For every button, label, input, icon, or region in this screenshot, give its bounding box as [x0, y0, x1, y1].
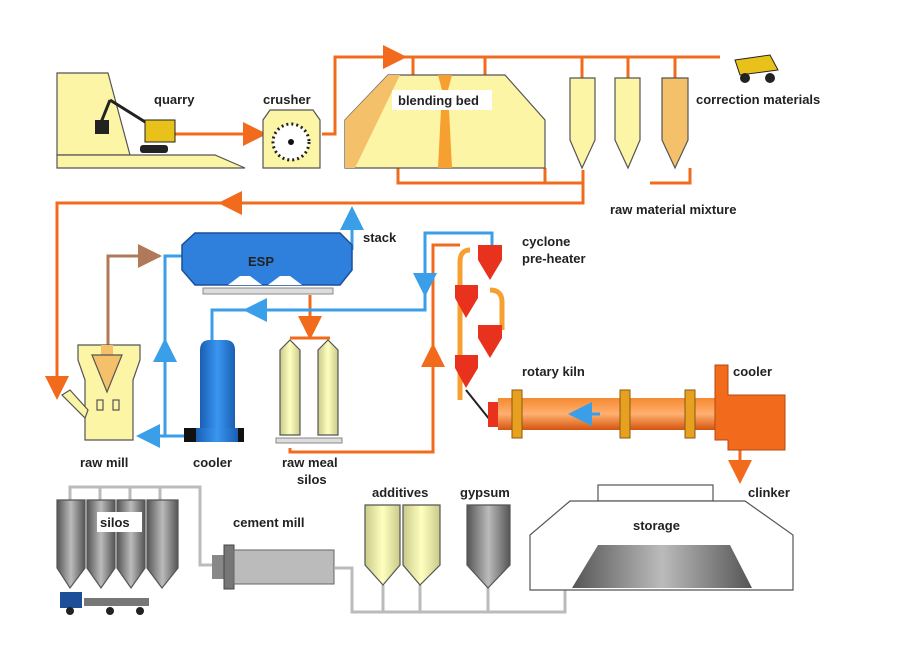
cement-mill [212, 544, 335, 590]
raw-material-mixture-label: raw material mixture [610, 202, 736, 217]
cement-truck-icon [60, 592, 149, 615]
cyclone-label-line1: cyclone [522, 234, 570, 249]
cyclone-label-line2: pre-heater [522, 251, 586, 266]
blending-bed [344, 74, 546, 169]
raw-meal-silos [275, 339, 343, 444]
gypsum-silo [466, 504, 511, 589]
esp [181, 232, 353, 295]
esp-label: ESP [248, 254, 274, 269]
excavator-icon [95, 98, 176, 153]
cement-silos [56, 499, 179, 590]
clinker-cooler [714, 364, 786, 451]
correction-materials-label: correction materials [696, 92, 820, 107]
silos-label: silos [100, 515, 130, 530]
quarry [56, 72, 246, 169]
raw-meal-label-line2: silos [297, 472, 327, 487]
crusher-label: crusher [263, 92, 311, 107]
dump-truck-icon [734, 54, 779, 83]
cooler-label: cooler [193, 455, 232, 470]
raw-mill [61, 344, 141, 441]
rotary-kiln [488, 389, 718, 439]
cyclone-preheater [455, 245, 505, 421]
quarry-label: quarry [154, 92, 195, 107]
additives-label: additives [372, 485, 428, 500]
raw-material-silos [569, 77, 689, 170]
blending-bed-label: blending bed [398, 93, 479, 108]
gypsum-label: gypsum [460, 485, 510, 500]
cooler-tower [184, 340, 244, 442]
raw-mill-label: raw mill [80, 455, 128, 470]
crusher [262, 109, 321, 169]
raw-meal-label-line1: raw meal [282, 455, 338, 470]
kiln-cooler-label: cooler [733, 364, 772, 379]
clinker-label: clinker [748, 485, 790, 500]
clinker-storage [529, 484, 794, 591]
raw-mill-exhaust-line [106, 254, 160, 345]
cement-mill-label: cement mill [233, 515, 305, 530]
product-flow-lines [68, 485, 567, 614]
storage-label: storage [633, 518, 680, 533]
stack-label: stack [363, 230, 397, 245]
rotary-kiln-label: rotary kiln [522, 364, 585, 379]
additives-silos [364, 504, 441, 586]
